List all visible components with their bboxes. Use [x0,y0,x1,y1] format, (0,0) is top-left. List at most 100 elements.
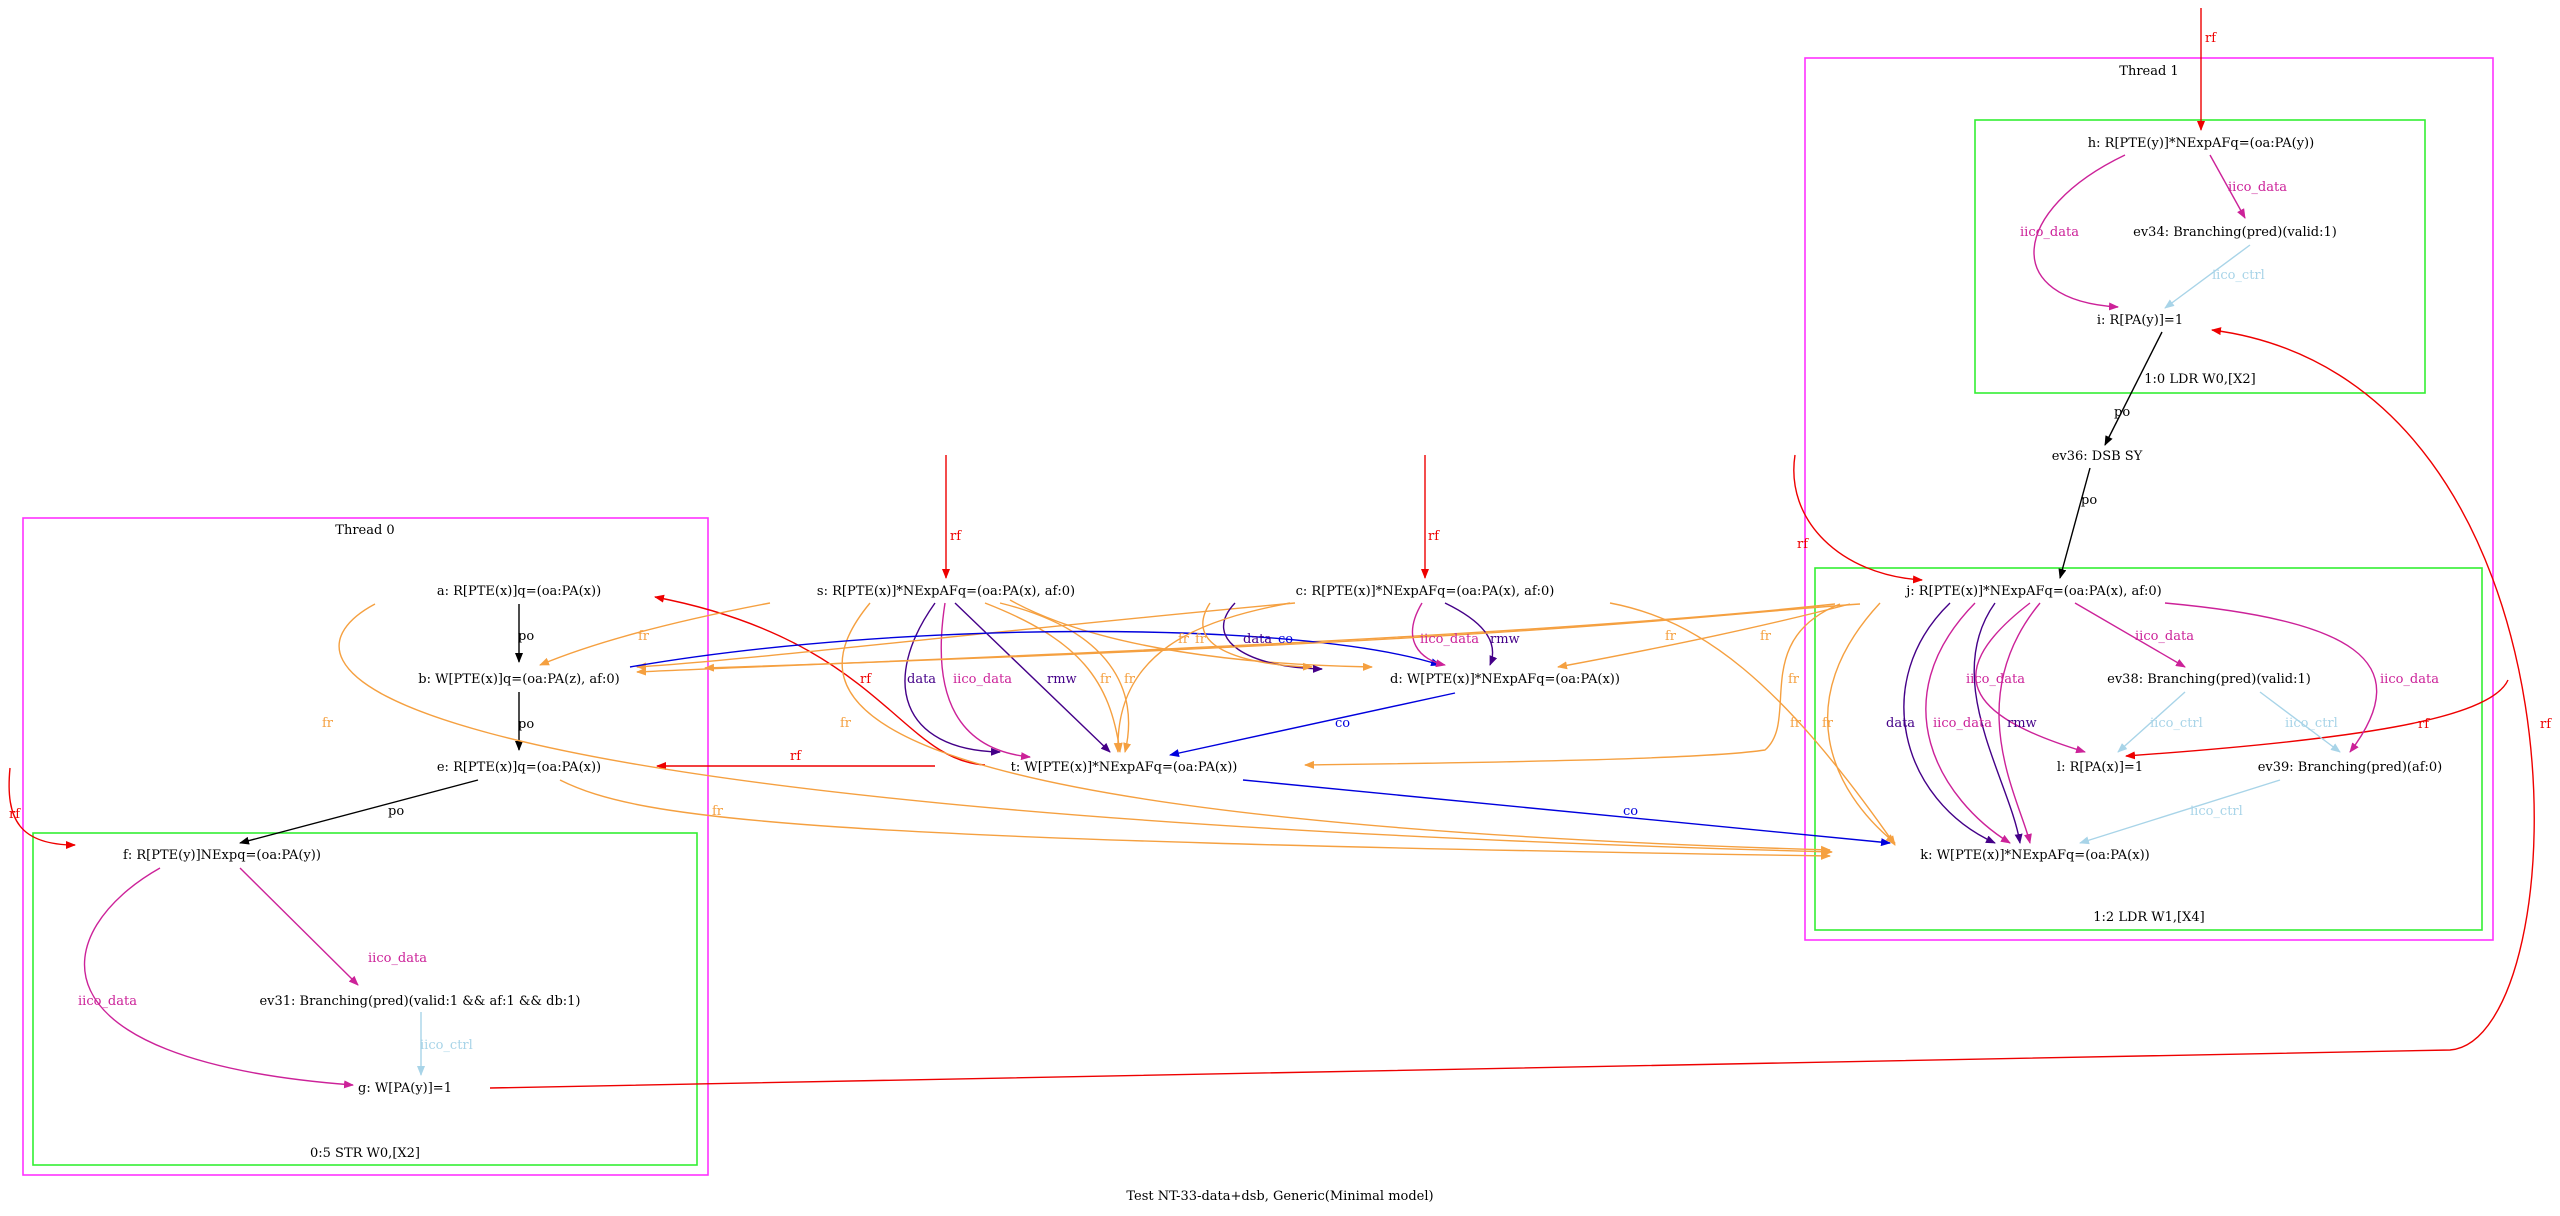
lbl-iico-h-ev34: iico_data [2228,180,2287,195]
lbl-iico-c-d: iico_data [1420,632,1479,647]
thread1-label: Thread 1 [2119,64,2178,79]
edge-data-c-d [1222,602,1323,673]
lbl-rf-init-c: rf [1428,529,1440,544]
node-l: l: R[PA(x)]=1 [2057,760,2143,775]
edge-fr-j-b [636,603,1836,676]
t0-instr-label: 0:5 STR W0,[X2] [310,1146,420,1161]
node-ev38: ev38: Branching(pred)(valid:1) [2107,672,2311,687]
lbl-po-a-b: po [518,629,534,644]
lbl-iico-j-l: iico_data [1966,672,2025,687]
lbl-fr-c-k: fr [1790,716,1802,731]
lbl-iico-f-ev31: iico_data [368,951,427,966]
lbl-fr-c-1: fr [1178,632,1190,647]
node-g: g: W[PA(y)]=1 [358,1081,452,1096]
thread0-box [22,517,709,1176]
t1-instr0-label: 1:0 LDR W0,[X2] [2144,372,2255,387]
lbl-fr-j-t: fr [1788,672,1800,687]
thread0-label: Thread 0 [335,523,394,538]
lbl-rf-init-l: rf [2418,717,2430,732]
lbl-fr-s-t-2: fr [1124,672,1136,687]
edge-fr-j-d [1557,603,1851,670]
lbl-fr-c-2: fr [1195,632,1207,647]
lbl-ctrl-ev34-i: iico_ctrl [2212,268,2265,283]
edge-ctrl-ev38-ev39 [2259,691,2341,753]
edge-fr-c-t-1 [1113,602,1291,753]
lbl-iico-j-ev38: iico_data [2135,629,2194,644]
edge-iico-f-g [83,867,354,1089]
lbl-ctrl-ev39-k: iico_ctrl [2190,804,2243,819]
node-t: t: W[PTE(x)]*NExpAFq=(oa:PA(x)) [1011,760,1238,775]
t0-instr-box [32,832,698,1166]
t1-instr2-box [1814,567,2483,931]
lbl-fr-j-b: fr [1665,629,1677,644]
lbl-rmw-c-d: rmw [1490,632,1520,647]
edge-rf-t-a [654,594,986,766]
edge-po-i-ev36 [2104,331,2163,446]
lbl-fr-s-t-1: fr [1100,672,1112,687]
lbl-po-i-ev36: po [2114,405,2130,420]
lbl-fr-a-k: fr [322,716,334,731]
edge-fr-j-k [1827,602,1896,844]
edge-iico-h-ev34 [2209,154,2246,219]
lbl-po-e-f: po [388,804,404,819]
lbl-co-d-t: co [1335,716,1350,731]
lbl-rf-init-h: rf [2205,31,2217,46]
edge-iico-c-d [1411,602,1446,668]
edge-iico-f-ev31 [239,867,359,986]
edge-ctrl-ev39-k [2079,779,2281,845]
edge-data-j-k [1903,602,1996,844]
lbl-fr-j-d: fr [1760,629,1772,644]
edge-iico-j-ev38 [2074,602,2186,668]
lbl-fr-j-k: fr [1822,716,1834,731]
edge-iico-h-i [2033,154,2126,311]
lbl-rmw-j-k: rmw [2007,716,2037,731]
edge-fr-s-t-2 [999,602,1131,753]
edge-rf-init-f [8,767,76,849]
lbl-iico-j-ev39: iico_data [2380,672,2439,687]
node-i: i: R[PA(y)]=1 [2097,313,2183,328]
node-b: b: W[PTE(x)]q=(oa:PA(z), af:0) [418,672,619,687]
edge-rf-g-i [489,327,2535,1089]
edge-fr-c-d-1 [1202,602,1313,671]
lbl-rf-g-i: rf [2540,717,2552,732]
node-h: h: R[PTE(y)]*NExpAFq=(oa:PA(y)) [2088,136,2314,151]
edge-fr-c-k [1609,602,1896,846]
edge-rf-init-l [2125,679,2509,760]
lbl-rf-t-a: rf [860,672,872,687]
node-ev31: ev31: Branching(pred)(valid:1 && af:1 &&… [259,994,580,1009]
edge-iico-j-ev39 [2164,602,2378,753]
lbl-ctrl-ev38-l: iico_ctrl [2150,716,2203,731]
lbl-co-t-k: co [1623,804,1638,819]
lbl-ctrl-ev31-g: iico_ctrl [420,1038,473,1053]
edge-data-s-t [904,602,1001,756]
edge-fr-x-b-1 [539,602,771,666]
node-f: f: R[PTE(y)]NExpq=(oa:PA(y)) [123,848,321,863]
lbl-po-b-e: po [518,717,534,732]
lbl-rf-t-e: rf [790,749,802,764]
lbl-data-j-k: data [1886,716,1915,731]
lbl-co-b-d: co [1278,632,1293,647]
lbl-po-ev36-j: po [2081,493,2097,508]
thread1-box [1804,57,2494,941]
edge-fr-s-t-1 [984,602,1123,753]
edge-fr-c-b [636,602,1296,671]
node-a: a: R[PTE(x)]q=(oa:PA(x)) [437,584,601,599]
diagram-caption: Test NT-33-data+dsb, Generic(Minimal mod… [1126,1189,1433,1204]
edge-co-b-d [629,630,1441,668]
edge-co-t-k [1242,779,1891,847]
lbl-fr-1: fr [638,629,650,644]
edge-iico-j-k [1925,602,2011,844]
lbl-data-c-d: data [1243,632,1272,647]
lbl-rf-init-j: rf [1797,537,1809,552]
lbl-iico-h-i: iico_data [2020,225,2079,240]
node-ev36: ev36: DSB SY [2052,449,2143,464]
edge-rmw-c-d [1444,602,1498,666]
lbl-rf-init-s: rf [950,529,962,544]
edge-fr-j-t [1304,603,1841,769]
edge-rf-init-j [1793,454,1923,584]
edge-rmw-j-k [1973,602,2023,844]
edge-rmw-s-t [954,602,1111,753]
edge-ctrl-ev38-l [2117,691,2186,753]
lbl-iico-f-g: iico_data [78,994,137,1009]
